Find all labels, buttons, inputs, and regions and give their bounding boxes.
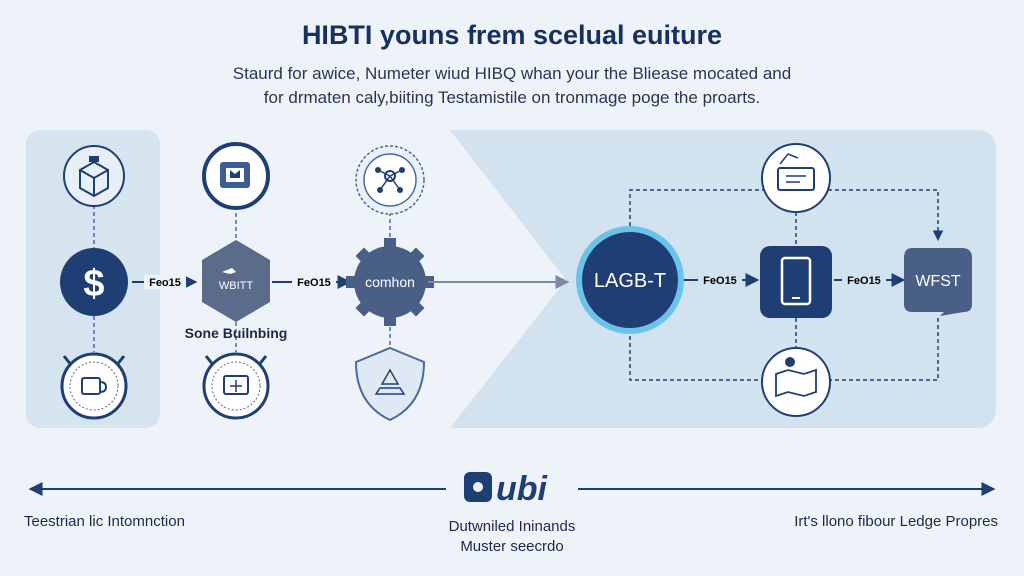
page-title: HIBTI youns frem scelual euiture xyxy=(301,20,723,50)
loop-connector xyxy=(629,189,764,240)
center-logo: ubi xyxy=(464,470,549,508)
svg-text:LAGB-T: LAGB-T xyxy=(594,270,666,292)
wfst-node: WFST xyxy=(904,248,972,316)
mobile-icon xyxy=(760,246,832,318)
svg-text:ubi: ubi xyxy=(496,470,549,508)
bottom-left-caption: Teestrian lic Intomnction xyxy=(24,513,185,530)
subtitle-line-1: Staurd for awice, Numeter wiud HIBQ whan… xyxy=(232,64,792,83)
svg-text:comhon: comhon xyxy=(365,274,415,290)
loop-connector xyxy=(828,189,944,242)
svg-text:$: $ xyxy=(83,263,104,305)
clock-icon xyxy=(202,352,270,420)
bottom-center-caption-1: Dutwniled Ininands xyxy=(448,518,576,535)
bottom-center-caption-2: Muster seecrdo xyxy=(460,538,564,555)
network-icon xyxy=(355,145,425,215)
connector-label: FeO15 xyxy=(703,275,737,287)
gear-node: comhon xyxy=(346,238,434,326)
coffee-icon xyxy=(60,352,128,420)
lagb-node: LAGB-T xyxy=(576,226,684,334)
svg-text:WBITT: WBITT xyxy=(219,280,253,292)
loop-connector xyxy=(629,322,764,381)
box-icon xyxy=(63,145,125,207)
hexagon-caption: Sone Builnbing xyxy=(185,325,288,341)
hexagon-node: WBITT xyxy=(202,240,270,322)
connector-label: FeO15 xyxy=(847,275,881,287)
connector-label: Feo15 xyxy=(149,277,181,289)
chip-icon xyxy=(202,142,270,210)
shield-icon xyxy=(354,346,426,422)
loop-connector xyxy=(828,318,939,381)
dollar-icon: $ xyxy=(60,248,128,316)
bottom-right-caption: Irt's llono fibour Ledge Propres xyxy=(794,513,998,530)
terminal-icon xyxy=(761,143,831,213)
svg-text:WFST: WFST xyxy=(915,273,961,290)
subtitle-line-2: for drmaten caly,biiting Testamistile on… xyxy=(263,88,761,107)
map-icon xyxy=(761,347,831,417)
connector-label: FeO15 xyxy=(297,277,331,289)
